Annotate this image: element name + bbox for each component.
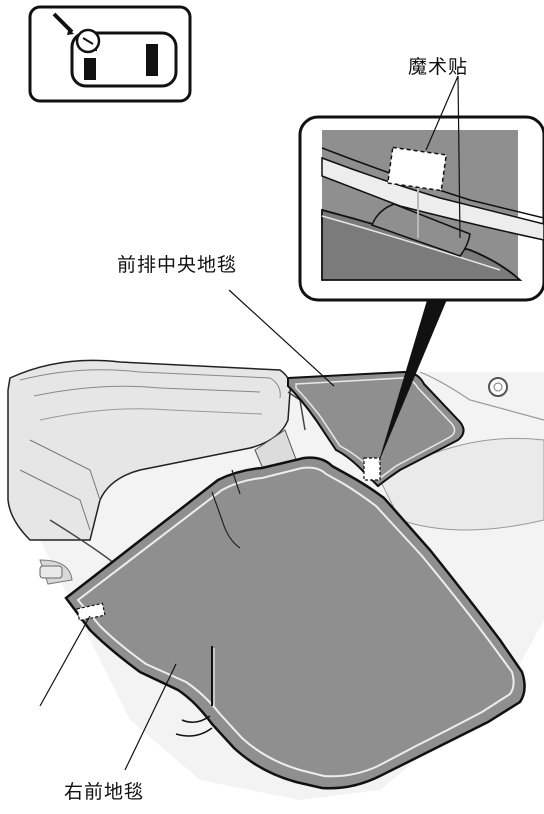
leader-lines: [39, 289, 335, 771]
right-front-mat-label: 右前地毯: [64, 781, 145, 803]
right-front-mat: [64, 456, 526, 790]
velcro-leader-line: [457, 75, 461, 239]
car-top-view-driver-seat-icon: [28, 5, 192, 103]
magnified-detail-view: [298, 75, 544, 302]
callout-wedge: [378, 297, 448, 464]
velcro-label: 魔术贴: [408, 56, 469, 78]
velcro-leader-line: [425, 75, 459, 151]
front-center-mat: [287, 370, 465, 488]
front-center-mat-label: 前排中央地毯: [117, 254, 238, 276]
